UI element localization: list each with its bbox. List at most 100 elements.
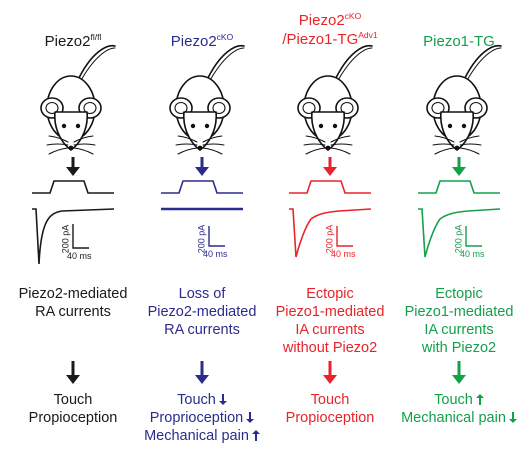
current-traces (418, 180, 501, 258)
outcome-text: Touch (53, 392, 93, 408)
description-text: RA currents (164, 322, 240, 338)
description-line: Piezo1-mediated (394, 304, 524, 320)
outcome-text: Touch (310, 392, 350, 408)
description-line: IA currents (394, 322, 524, 338)
description-line: without Piezo2 (265, 340, 395, 356)
description-line: IA currents (265, 322, 395, 338)
outcome-text: Mechanical pain (401, 410, 506, 426)
description-text: Piezo1-mediated (275, 304, 385, 320)
description-line: Piezo2-mediated (8, 286, 138, 302)
genotype-name: Piezo1-TG (286, 31, 359, 48)
current-scale-label: 200 pA (60, 224, 71, 254)
outcome-text: Touch (434, 392, 473, 408)
outcome-text: Proprioception (149, 410, 244, 426)
description-text: Ectopic (306, 286, 354, 302)
mouse-icon (169, 44, 245, 155)
mouse-icon (297, 44, 373, 155)
outcome-line: Propioception (265, 410, 395, 426)
time-scale-label: 40 ms (203, 249, 228, 259)
description-text: without Piezo2 (282, 340, 378, 356)
current-traces (289, 180, 372, 258)
arrow-icon-head (66, 167, 80, 176)
genotype-label: Piezo2fl/fl (8, 32, 138, 50)
column-graphics (418, 44, 502, 384)
mouse-icon (40, 44, 116, 155)
scale-bar (465, 226, 482, 247)
genotype-superscript: cKO (216, 32, 234, 42)
scale-bar (72, 224, 89, 249)
description-line: Loss of (137, 286, 267, 302)
genotype-label: /Piezo1-TGAdv1 (265, 30, 395, 48)
column-graphics (289, 44, 373, 384)
outcome-text: Touch (177, 392, 216, 408)
outcome-text: Propioception (285, 410, 375, 426)
current-trace (418, 208, 501, 258)
current-traces (161, 180, 243, 247)
time-scale-label: 40 ms (67, 251, 92, 261)
current-trace (32, 208, 115, 265)
arrow-up-icon (251, 430, 260, 441)
outcome-line: Touch (137, 392, 267, 408)
arrow-icon-head (323, 375, 337, 384)
outcome-line: Mechanical pain (137, 428, 267, 444)
arrow-down-icon (218, 394, 227, 405)
description-text: RA currents (35, 304, 111, 320)
header-separator: / (282, 31, 287, 48)
column-graphics (161, 44, 245, 384)
description-text: with Piezo2 (421, 340, 497, 356)
scale-bar (208, 226, 225, 247)
genotype-name: Piezo2 (170, 33, 217, 50)
arrow-icon-head (195, 375, 209, 384)
stimulus-trace (418, 180, 500, 194)
arrow-down-icon (246, 412, 255, 423)
description-text: IA currents (424, 322, 494, 338)
description-text: IA currents (295, 322, 365, 338)
genotype-name: Piezo2 (44, 33, 91, 50)
description-text: Piezo2-mediated (147, 304, 257, 320)
stimulus-trace (289, 180, 371, 194)
genotype-name: Piezo1-TG (423, 33, 495, 50)
genotype-superscript: Adv1 (358, 30, 378, 40)
description-text: Piezo2-mediated (18, 286, 128, 302)
outcome-line: Propioception (8, 410, 138, 426)
mouse-icon (426, 44, 502, 155)
description-line: Ectopic (394, 286, 524, 302)
genotype-superscript: fl/fl (90, 32, 102, 42)
time-scale-label: 40 ms (331, 249, 356, 259)
description-line: RA currents (137, 322, 267, 338)
genotype-name: Piezo2 (298, 12, 345, 29)
time-scale-label: 40 ms (460, 249, 485, 259)
arrow-icon-head (452, 167, 466, 176)
genotype-label: Piezo1-TG (394, 34, 524, 50)
arrow-icon-head (323, 167, 337, 176)
genotype-superscript: cKO (344, 11, 362, 21)
genotype-label: Piezo2cKO (265, 11, 395, 29)
description-line: Piezo2-mediated (137, 304, 267, 320)
outcome-line: Proprioception (137, 410, 267, 426)
outcome-line: Touch (265, 392, 395, 408)
description-line: Piezo1-mediated (265, 304, 395, 320)
arrow-icon-head (66, 375, 80, 384)
stimulus-trace (161, 180, 243, 194)
arrow-up-icon (475, 394, 484, 405)
current-trace (289, 208, 372, 258)
description-text: Loss of (178, 286, 226, 302)
arrow-down-icon (508, 412, 517, 423)
arrow-icon-head (452, 375, 466, 384)
description-line: Ectopic (265, 286, 395, 302)
description-text: Piezo1-mediated (404, 304, 514, 320)
scale-bar (336, 226, 353, 247)
column-graphics (32, 44, 116, 384)
outcome-text: Propioception (28, 410, 118, 426)
outcome-line: Touch (8, 392, 138, 408)
genotype-label: Piezo2cKO (137, 32, 267, 50)
current-traces (32, 180, 115, 265)
outcome-line: Touch (394, 392, 524, 408)
stimulus-trace (32, 180, 114, 194)
description-text: Ectopic (435, 286, 483, 302)
outcome-line: Mechanical pain (394, 410, 524, 426)
